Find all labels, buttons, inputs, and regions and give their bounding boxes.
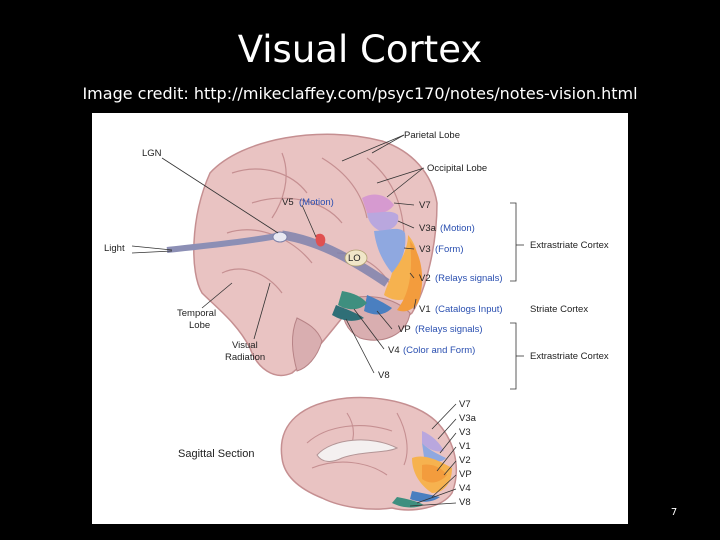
sagittal-area-v3a — [422, 431, 444, 452]
label-light: Light — [104, 243, 125, 254]
sagittal-label-v2: V2 — [459, 455, 471, 466]
label-v5-note: (Motion) — [299, 197, 334, 208]
sagittal-label-v3a: V3a — [459, 413, 477, 424]
sagittal-label-v1: V1 — [459, 441, 471, 452]
lateral-brain — [166, 133, 438, 377]
label-v1-note: (Catalogs Input) — [435, 304, 503, 315]
label-v1: V1 — [419, 304, 431, 315]
label-v2: V2 — [419, 273, 431, 284]
area-v5 — [315, 233, 326, 247]
label-v4-note: (Color and Form) — [403, 345, 475, 356]
label-sagittal-section: Sagittal Section — [178, 448, 254, 460]
lateral-labels: Parietal Lobe Occipital Lobe LGN Light T… — [104, 130, 609, 381]
area-vp — [364, 295, 392, 315]
leader-lines — [131, 134, 524, 390]
sagittal-area-v3 — [422, 443, 446, 462]
sagittal-leader-lines — [409, 403, 457, 507]
sagittal-label-vp: VP — [459, 469, 472, 480]
sagittal-label-v8: V8 — [459, 497, 471, 508]
label-temporal-lobe-1: Temporal — [177, 308, 216, 319]
sagittal-label-v3: V3 — [459, 427, 471, 438]
label-visual-radiation-1: Visual — [232, 340, 258, 351]
label-vp-note: (Relays signals) — [415, 324, 483, 335]
brainstem — [292, 317, 323, 372]
sagittal-label-v7: V7 — [459, 399, 471, 410]
label-v3-note: (Form) — [435, 244, 464, 255]
label-v4: V4 — [388, 345, 400, 356]
area-v8 — [332, 305, 364, 321]
area-v4 — [338, 291, 367, 310]
corpus-callosum — [316, 439, 399, 462]
label-lo: LO — [348, 253, 361, 264]
sagittal-area-v4 — [392, 497, 424, 508]
label-occipital-lobe: Occipital Lobe — [427, 163, 487, 174]
label-visual-radiation-2: Radiation — [225, 352, 265, 363]
area-v7 — [362, 194, 394, 215]
label-v3: V3 — [419, 244, 431, 255]
sagittal-brain — [280, 396, 458, 511]
lgn-body — [272, 231, 288, 243]
sagittal-gyri — [306, 412, 408, 476]
area-v3 — [374, 228, 406, 273]
area-v3a — [367, 211, 399, 231]
label-v3a-note: (Motion) — [440, 223, 475, 234]
label-temporal-lobe-2: Lobe — [189, 320, 210, 331]
area-lo-body — [344, 249, 368, 267]
label-v5: V5 — [282, 197, 294, 208]
label-extrastriate-bottom: Extrastriate Cortex — [530, 351, 609, 362]
label-extrastriate-top: Extrastriate Cortex — [530, 240, 609, 251]
label-parietal-lobe: Parietal Lobe — [404, 130, 460, 141]
label-v8: V8 — [378, 370, 390, 381]
sagittal-area-vp — [410, 491, 440, 502]
brain-diagram: Parietal Lobe Occipital Lobe LGN Light T… — [92, 113, 628, 524]
label-striate: Striate Cortex — [530, 304, 588, 315]
label-v2-note: (Relays signals) — [435, 273, 503, 284]
slide-number: 7 — [670, 507, 678, 518]
label-v3a: V3a — [419, 223, 437, 234]
optic-tract — [166, 232, 283, 253]
slide-title: Visual Cortex — [237, 28, 483, 71]
brain-diagram-svg: Parietal Lobe Occipital Lobe LGN Light T… — [104, 130, 609, 511]
sagittal-area-v1 — [422, 464, 447, 483]
label-v7: V7 — [419, 200, 431, 211]
label-lgn: LGN — [142, 148, 162, 159]
sagittal-label-v4: V4 — [459, 483, 471, 494]
optic-radiation — [281, 230, 390, 287]
area-v1 — [397, 241, 423, 312]
sagittal-outline — [280, 396, 458, 511]
image-credit: Image credit: http://mikeclaffey.com/psy… — [82, 84, 638, 103]
label-vp: VP — [398, 324, 411, 335]
